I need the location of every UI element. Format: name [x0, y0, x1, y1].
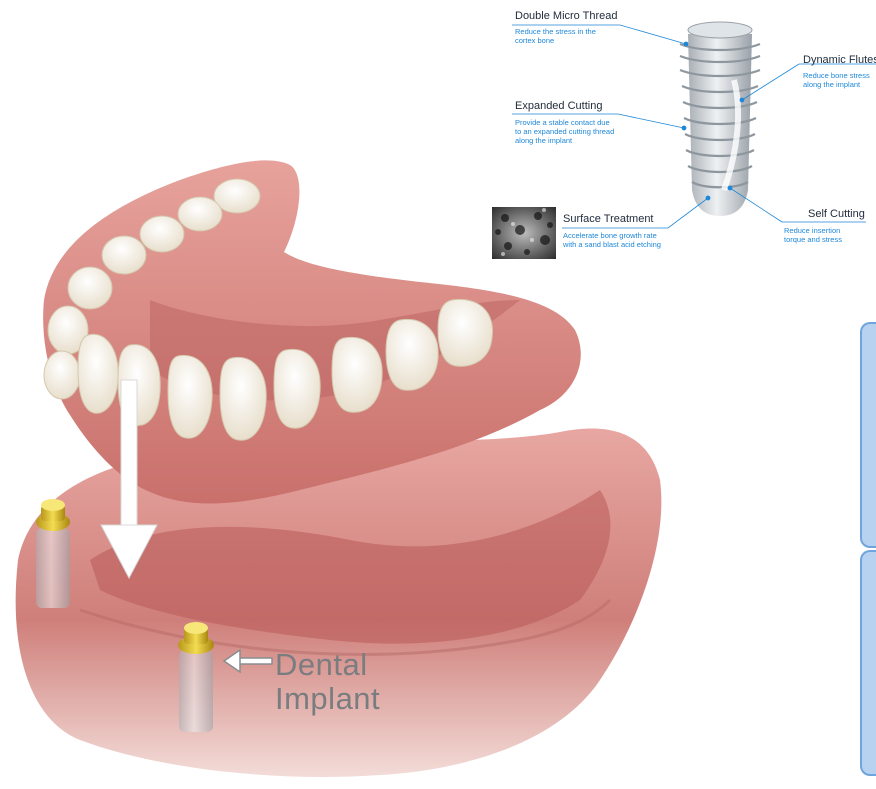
surface-treatment-title: Surface Treatment: [563, 213, 654, 225]
implant-screw: [680, 22, 760, 216]
expanded-cutting-title: Expanded Cutting: [515, 100, 602, 112]
surface-texture-thumbnail: [492, 207, 556, 259]
dental-implant-label: Dental Implant: [275, 648, 380, 716]
side-panel-bottom: [860, 550, 876, 776]
self-cutting-text: Reduce insertion torque and stress: [784, 226, 842, 244]
side-panel-top: [860, 322, 876, 548]
double-micro-thread-title: Double Micro Thread: [515, 10, 618, 22]
expanded-cutting-text: Provide a stable contact due to an expan…: [515, 118, 614, 145]
implant-left: [36, 499, 70, 608]
double-micro-thread-text: Reduce the stress in the cortex bone: [515, 27, 596, 45]
surface-treatment-text: Accelerate bone growth rate with a sand …: [563, 231, 661, 249]
dynamic-flutes-title: Dynamic Flutes: [803, 54, 876, 66]
self-cutting-title: Self Cutting: [808, 208, 865, 220]
dynamic-flutes-text: Reduce bone stress along the implant: [803, 71, 870, 89]
lower-jaw: [16, 429, 662, 777]
